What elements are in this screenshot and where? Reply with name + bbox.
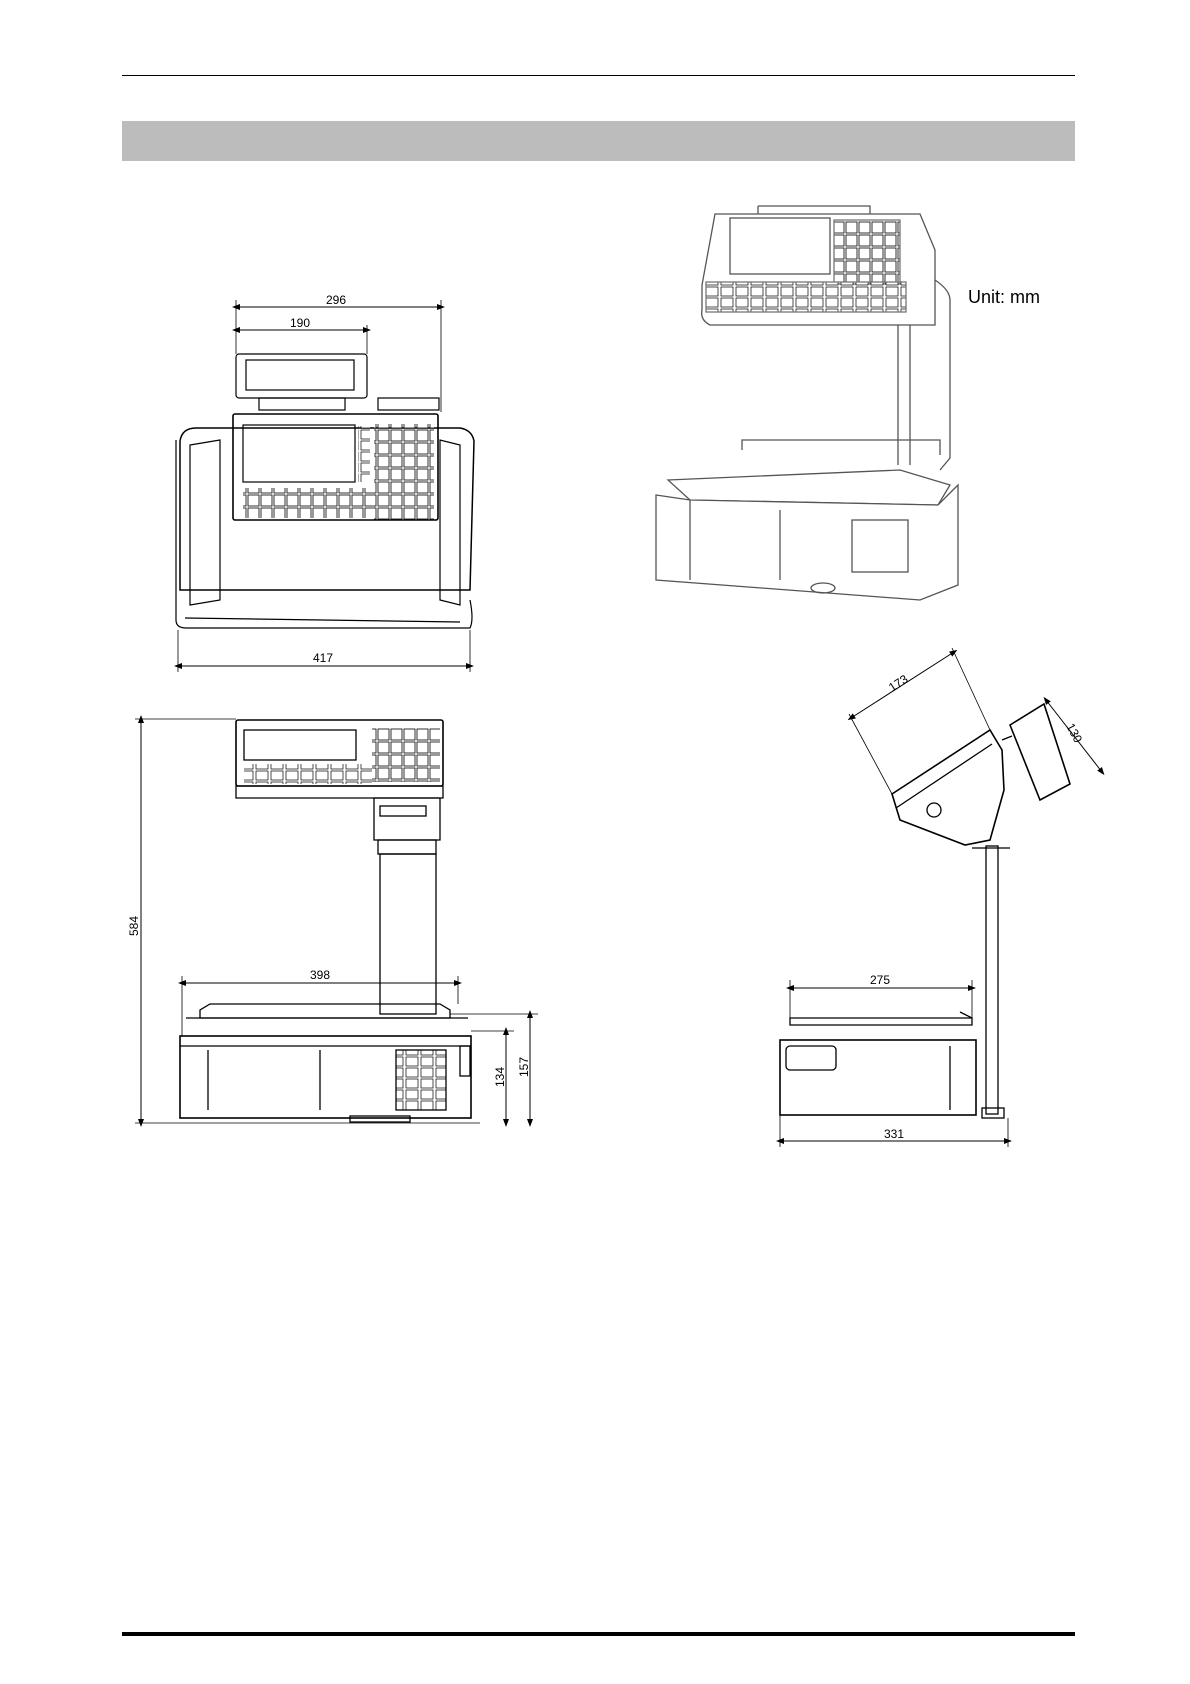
dim-top-296: 296 — [236, 293, 441, 412]
dim-label-157: 157 — [517, 1057, 531, 1077]
dim-top-417: 417 — [178, 630, 470, 672]
dim-label-134: 134 — [493, 1067, 507, 1087]
dim-front-398: 398 — [182, 968, 458, 1036]
dim-label-398: 398 — [310, 968, 330, 982]
dim-top-190: 190 — [236, 316, 367, 354]
dim-label-130: 130 — [1063, 721, 1085, 746]
dim-label-417: 417 — [313, 651, 333, 665]
dim-label-584: 584 — [127, 916, 141, 936]
top-view — [176, 354, 474, 628]
side-view — [780, 704, 1070, 1118]
perspective-view — [656, 206, 958, 600]
front-view — [180, 720, 471, 1122]
top-view-keypad — [243, 424, 434, 520]
dim-side-173: 173 — [849, 648, 990, 794]
dim-label-331: 331 — [884, 1127, 904, 1141]
dim-front-134: 134 — [471, 1031, 514, 1123]
dim-label-296: 296 — [326, 293, 346, 307]
dim-label-173: 173 — [886, 672, 911, 695]
dim-side-275: 275 — [790, 973, 972, 1018]
dim-side-331: 331 — [780, 1115, 1008, 1147]
dim-label-190: 190 — [290, 316, 310, 330]
dim-label-275: 275 — [870, 973, 890, 987]
